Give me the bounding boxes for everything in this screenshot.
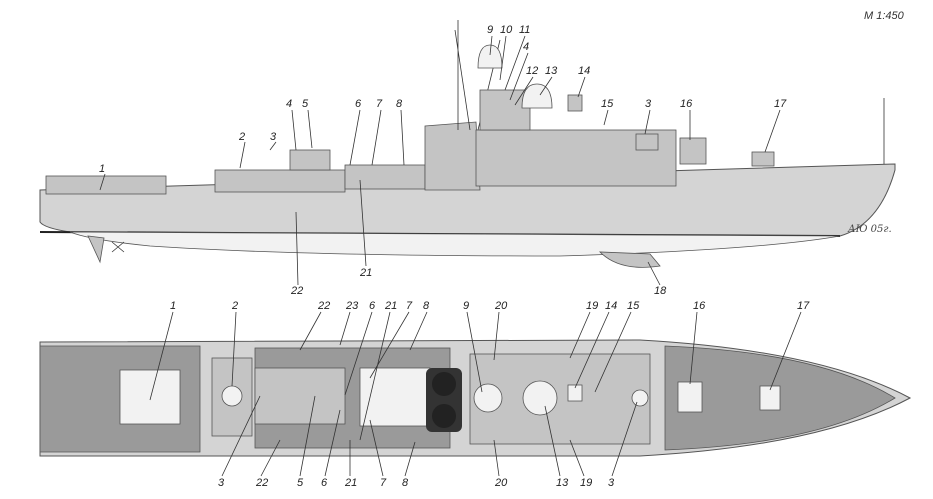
callout-label: 7 xyxy=(376,98,383,110)
gun-3-top xyxy=(631,389,649,407)
callout-label: 11 xyxy=(519,24,530,36)
top-view: 1 2 22 23 6 21 7 8 9 20 19 14 15 16 17 3… xyxy=(39,300,912,489)
callout-label: 23 xyxy=(345,300,359,312)
radome-13-top xyxy=(522,380,558,416)
gun-mount-16 xyxy=(679,137,707,165)
mount-2 xyxy=(221,385,243,407)
callout-label: 8 xyxy=(402,477,409,489)
propeller-icon xyxy=(111,241,125,253)
callout-label: 10 xyxy=(500,24,513,36)
gun-16-top xyxy=(677,381,703,413)
callout-label: 1 xyxy=(170,300,176,312)
callout-label: 20 xyxy=(494,477,508,489)
callout-label: 15 xyxy=(601,98,614,110)
callout-label: 22 xyxy=(317,300,330,312)
callout-label: 3 xyxy=(608,477,615,489)
callout-label: 13 xyxy=(545,65,558,77)
callout-label: 14 xyxy=(605,300,617,312)
callout-label: 2 xyxy=(238,131,245,143)
callout-label: 4 xyxy=(286,98,292,110)
callout-label: 6 xyxy=(369,300,376,312)
radome-13 xyxy=(521,83,553,109)
boat-deck xyxy=(359,367,431,427)
callout-label: 4 xyxy=(523,41,529,53)
callout-label: 21 xyxy=(384,300,397,312)
aft-deckhouse xyxy=(45,175,167,195)
callout-label: 19 xyxy=(586,300,598,312)
callout-label: 18 xyxy=(654,285,667,297)
callout-label: 6 xyxy=(355,98,362,110)
callout-label: 22 xyxy=(290,285,303,297)
callout-label: 8 xyxy=(396,98,403,110)
launcher-17-top xyxy=(759,385,781,411)
callout-label: 15 xyxy=(627,300,640,312)
aft-director xyxy=(289,149,331,171)
leader-lines xyxy=(99,35,781,286)
callout-label: 5 xyxy=(302,98,309,110)
searchlight-14-top xyxy=(567,384,583,402)
callout-label: 7 xyxy=(406,300,413,312)
callout-label: 3 xyxy=(218,477,225,489)
rudder xyxy=(87,235,105,264)
searchlight-14 xyxy=(567,94,583,112)
aft-superstructure-top xyxy=(254,367,346,425)
callout-label: 17 xyxy=(797,300,810,312)
callout-label: 21 xyxy=(344,477,357,489)
callout-label: 9 xyxy=(487,24,493,36)
callout-label: 9 xyxy=(463,300,469,312)
callout-label: 3 xyxy=(645,98,652,110)
callout-label: 5 xyxy=(297,477,304,489)
callout-label: 19 xyxy=(580,477,592,489)
funnel xyxy=(424,121,481,191)
callout-label: 3 xyxy=(270,131,277,143)
gun-mount-3-fwd xyxy=(635,133,659,151)
callout-label: 13 xyxy=(556,477,569,489)
helipad-hangar-1 xyxy=(119,369,181,425)
scale-label: M 1:450 xyxy=(864,10,905,22)
callout-label: 16 xyxy=(680,98,693,110)
callout-label: 14 xyxy=(578,65,590,77)
callout-label: 17 xyxy=(774,98,787,110)
callout-label: 20 xyxy=(494,300,508,312)
callout-label: 12 xyxy=(526,65,538,77)
callout-label: 16 xyxy=(693,300,706,312)
launcher-17 xyxy=(751,151,775,167)
funnel-uptake-2 xyxy=(432,404,456,428)
callout-label: 1 xyxy=(99,163,105,175)
callout-label: 8 xyxy=(423,300,430,312)
side-hull xyxy=(39,163,896,237)
aft-superstructure xyxy=(214,169,346,193)
side-underwater-hull xyxy=(69,231,841,257)
callout-label: 7 xyxy=(380,477,387,489)
radome-9-top xyxy=(473,383,503,413)
callout-label: 2 xyxy=(231,300,238,312)
mast-platform xyxy=(479,89,531,131)
callout-label: 21 xyxy=(359,267,372,279)
callout-label: 22 xyxy=(255,477,268,489)
sonar-dome xyxy=(598,251,661,268)
artist-signature: АЮ 05г. xyxy=(847,224,892,235)
callout-label: 6 xyxy=(321,477,328,489)
radome-9 xyxy=(477,44,503,69)
mid-superstructure xyxy=(344,164,426,190)
side-view: АЮ 05г. 1 2 3 4 5 6 7 8 9 10 11 4 12 13 … xyxy=(39,20,896,297)
funnel-uptake-1 xyxy=(432,372,456,396)
top-leader-lines xyxy=(149,311,802,477)
